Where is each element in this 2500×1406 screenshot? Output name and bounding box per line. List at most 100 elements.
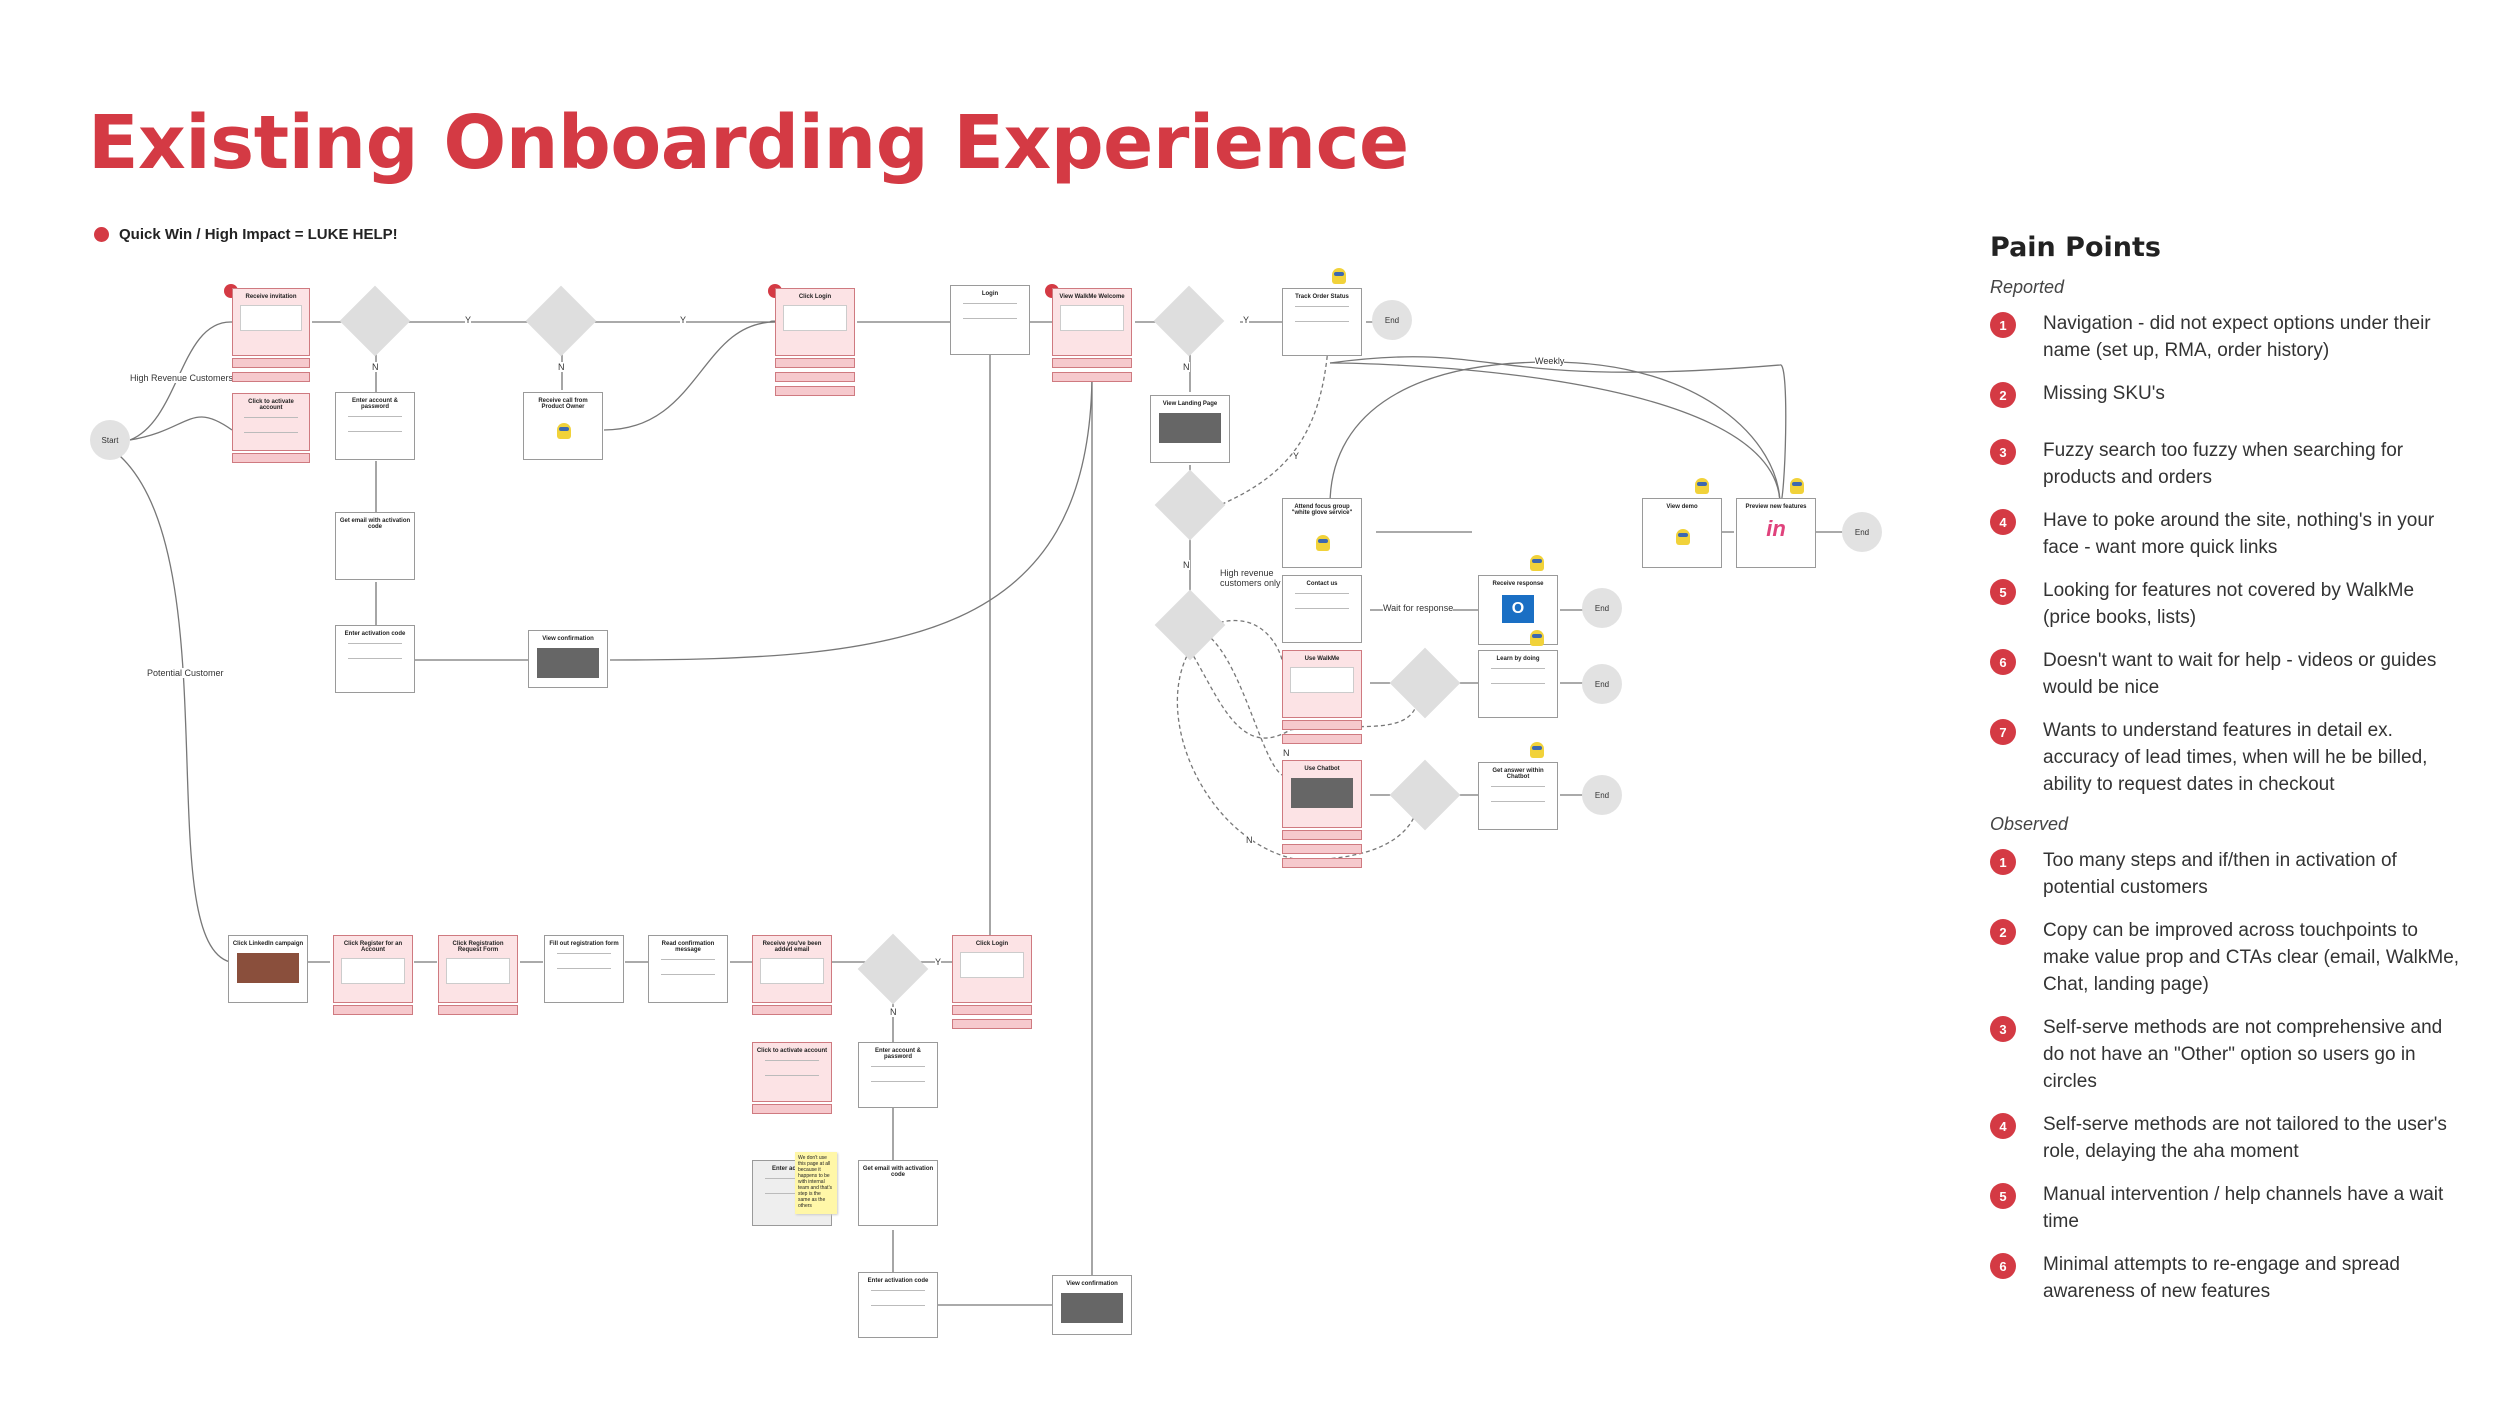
card-receive-call[interactable]: Receive call from Product Owner (523, 392, 603, 460)
card-thumbnail (764, 1178, 820, 1194)
pain-point-text: Have to poke around the site, nothing's … (2043, 510, 2435, 558)
card-receive-added[interactable]: Receive you've been added email (752, 935, 832, 1003)
card-enter-code[interactable]: Enter activation code (335, 625, 415, 693)
card-view-confirmation-2[interactable]: View confirmation (1052, 1275, 1132, 1335)
minion-icon (1790, 478, 1804, 494)
number-badge: 4 (1990, 1113, 2016, 1139)
card-title: Click to activate account (248, 399, 294, 411)
card-title: Click Login (798, 294, 832, 300)
pain-point-text: Self-serve methods are not comprehensive… (2043, 1017, 2443, 1092)
edge-label-yes: Y (680, 315, 687, 325)
card-click-linkedin[interactable]: Click LinkedIn campaign (228, 935, 308, 1003)
card-thumbnail (959, 952, 1025, 979)
number-badge: 7 (1990, 719, 2016, 745)
pain-point-text: Self-serve methods are not tailored to t… (2043, 1114, 2447, 1162)
card-enter-code-2[interactable]: Enter activation code (858, 1272, 938, 1338)
card-title: Enter account & password (874, 1048, 921, 1060)
card-click-activate[interactable]: Click to activate account (232, 393, 310, 451)
outlook-icon: O (1502, 595, 1534, 623)
card-note (775, 372, 855, 382)
edge-label-no: N (1183, 560, 1190, 570)
pain-point-text: Minimal attempts to re-engage and spread… (2043, 1254, 2400, 1302)
edge-label-yes: Y (1293, 451, 1300, 461)
card-get-answer[interactable]: Get answer within Chatbot (1478, 762, 1558, 830)
page-title: Existing Onboarding Experience (88, 100, 1409, 186)
card-title: View WalkMe Welcome (1059, 294, 1125, 300)
card-enter-account[interactable]: Enter account & password (335, 392, 415, 460)
card-title: View Landing Page (1162, 401, 1218, 407)
card-contact-us[interactable]: Contact us (1282, 575, 1362, 643)
reported-heading: Reported (1990, 277, 2065, 297)
card-thumbnail (1158, 413, 1222, 443)
pain-point-text: Wants to understand features in detail e… (2043, 720, 2428, 795)
card-click-login[interactable]: Click Login (775, 288, 855, 356)
pain-point-text: Fuzzy search too fuzzy when searching fo… (2043, 440, 2404, 488)
edge-label-potential: Potential Customer (147, 668, 224, 678)
card-view-walkme[interactable]: View WalkMe Welcome (1052, 288, 1132, 356)
card-title: Enter activation code (867, 1278, 929, 1284)
card-preview-features[interactable]: Preview new features in (1736, 498, 1816, 568)
edge-label-no: N (558, 362, 565, 372)
card-note (1052, 372, 1132, 382)
pain-point-item: 4 Self-serve methods are not tailored to … (1990, 1111, 2460, 1165)
card-view-demo[interactable]: View demo (1642, 498, 1722, 568)
card-click-reg-request[interactable]: Click Registration Request Form (438, 935, 518, 1003)
card-thumbnail (445, 958, 511, 985)
card-view-landing[interactable]: View Landing Page (1150, 395, 1230, 463)
card-note (1282, 734, 1362, 744)
card-attend-focus[interactable]: Attend focus group "white glove service" (1282, 498, 1362, 568)
card-read-confirm[interactable]: Read confirmation message (648, 935, 728, 1003)
pain-point-item: 7 Wants to understand features in detail … (1990, 717, 2460, 798)
card-note (752, 1104, 832, 1114)
number-badge: 5 (1990, 1183, 2016, 1209)
card-title: Use WalkMe (1304, 656, 1340, 662)
card-title: Enter activation code (344, 631, 406, 637)
pain-point-text: Too many steps and if/then in activation… (2043, 850, 2397, 898)
pain-point-text: Manual intervention / help channels have… (2043, 1184, 2444, 1232)
sticky-note: We don't use this page at all because it… (795, 1152, 837, 1214)
edge-label-weekly: Weekly (1535, 356, 1565, 366)
card-learn-doing[interactable]: Learn by doing (1478, 650, 1558, 718)
pain-point-text: Doesn't want to wait for help - videos o… (2043, 650, 2437, 698)
card-fill-out[interactable]: Fill out registration form (544, 935, 624, 1003)
end-node: End (1582, 775, 1622, 815)
card-title: View confirmation (542, 636, 594, 642)
card-click-login-2[interactable]: Click Login (952, 935, 1032, 1003)
card-get-email[interactable]: Get email with activation code (335, 512, 415, 580)
card-thumbnail (1060, 1293, 1124, 1323)
card-title: Login (981, 291, 999, 297)
card-title: Click Login (975, 941, 1009, 947)
card-note (1282, 830, 1362, 840)
number-badge: 5 (1990, 579, 2016, 605)
legend-label: Quick Win / High Impact = LUKE HELP! (119, 226, 398, 243)
card-receive-invitation[interactable]: Receive invitation (232, 288, 310, 356)
person-icon (1676, 529, 1690, 545)
card-note (952, 1019, 1032, 1029)
card-enter-account-2[interactable]: Enter account & password (858, 1042, 938, 1108)
card-use-walkme[interactable]: Use WalkMe (1282, 650, 1362, 718)
card-use-chatbot[interactable]: Use Chatbot (1282, 760, 1362, 828)
card-click-register[interactable]: Click Register for an Account (333, 935, 413, 1003)
card-title: Attend focus group "white glove service" (1291, 504, 1353, 516)
card-login[interactable]: Login (950, 285, 1030, 355)
card-title: Preview new features (1745, 504, 1807, 510)
card-note (232, 453, 310, 463)
card-get-email-2[interactable]: Get email with activation code (858, 1160, 938, 1226)
card-thumbnail (782, 305, 848, 332)
card-track-order[interactable]: Track Order Status (1282, 288, 1362, 356)
card-thumbnail (556, 953, 612, 969)
card-note (752, 1005, 832, 1015)
card-title: View demo (1666, 504, 1698, 510)
card-receive-response[interactable]: Receive response O (1478, 575, 1558, 645)
card-title: Fill out registration form (549, 941, 619, 947)
card-title: Track Order Status (1295, 294, 1349, 300)
card-thumbnail (1294, 306, 1350, 322)
card-view-confirmation[interactable]: View confirmation (528, 630, 608, 688)
card-click-activate-2[interactable]: Click to activate account (752, 1042, 832, 1102)
card-note (1282, 858, 1362, 868)
number-badge: 1 (1990, 312, 2016, 338)
end-node: End (1372, 300, 1412, 340)
